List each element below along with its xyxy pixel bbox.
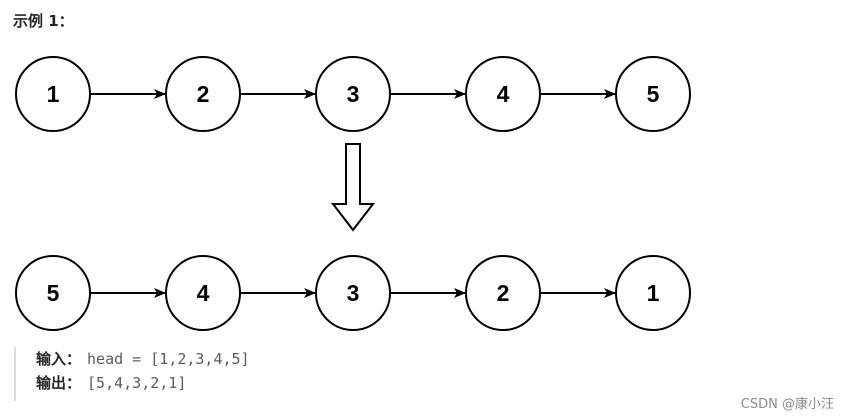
list-node: 3: [315, 255, 391, 331]
node-value: 4: [197, 280, 210, 306]
input-list: 1 2 3 4 5: [15, 56, 691, 132]
node-value: 5: [47, 280, 60, 306]
list-node: 4: [165, 255, 241, 331]
output-line: 输出： [5,4,3,2,1]: [36, 371, 434, 395]
list-node: 5: [15, 255, 91, 331]
list-node: 1: [15, 56, 91, 132]
input-label: 输入：: [36, 350, 82, 368]
node-value: 4: [497, 81, 510, 107]
watermark: CSDN @康小汪: [740, 397, 834, 412]
output-list: 5 4 3 2 1: [15, 255, 691, 331]
input-value: head = [1,2,3,4,5]: [87, 350, 250, 368]
input-line: 输入： head = [1,2,3,4,5]: [36, 347, 434, 371]
node-value: 3: [347, 280, 360, 306]
node-value: 1: [647, 280, 660, 306]
list-node: 3: [315, 56, 391, 132]
node-value: 5: [647, 81, 660, 107]
output-value: [5,4,3,2,1]: [87, 374, 187, 392]
node-value: 3: [347, 81, 360, 107]
list-node: 5: [615, 56, 691, 132]
list-node: 2: [465, 255, 541, 331]
node-value: 2: [197, 81, 210, 107]
output-label: 输出：: [36, 374, 82, 392]
node-value: 1: [47, 81, 60, 107]
node-value: 2: [497, 280, 510, 306]
list-node: 4: [465, 56, 541, 132]
example-title: 示例 1：: [13, 12, 74, 30]
linked-list-diagram: 1 2 3 4 5 5 4: [15, 56, 691, 331]
list-node: 2: [165, 56, 241, 132]
list-node: 1: [615, 255, 691, 331]
transform-down-arrow: [330, 143, 376, 232]
io-block: 输入： head = [1,2,3,4,5] 输出： [5,4,3,2,1]: [14, 347, 434, 401]
